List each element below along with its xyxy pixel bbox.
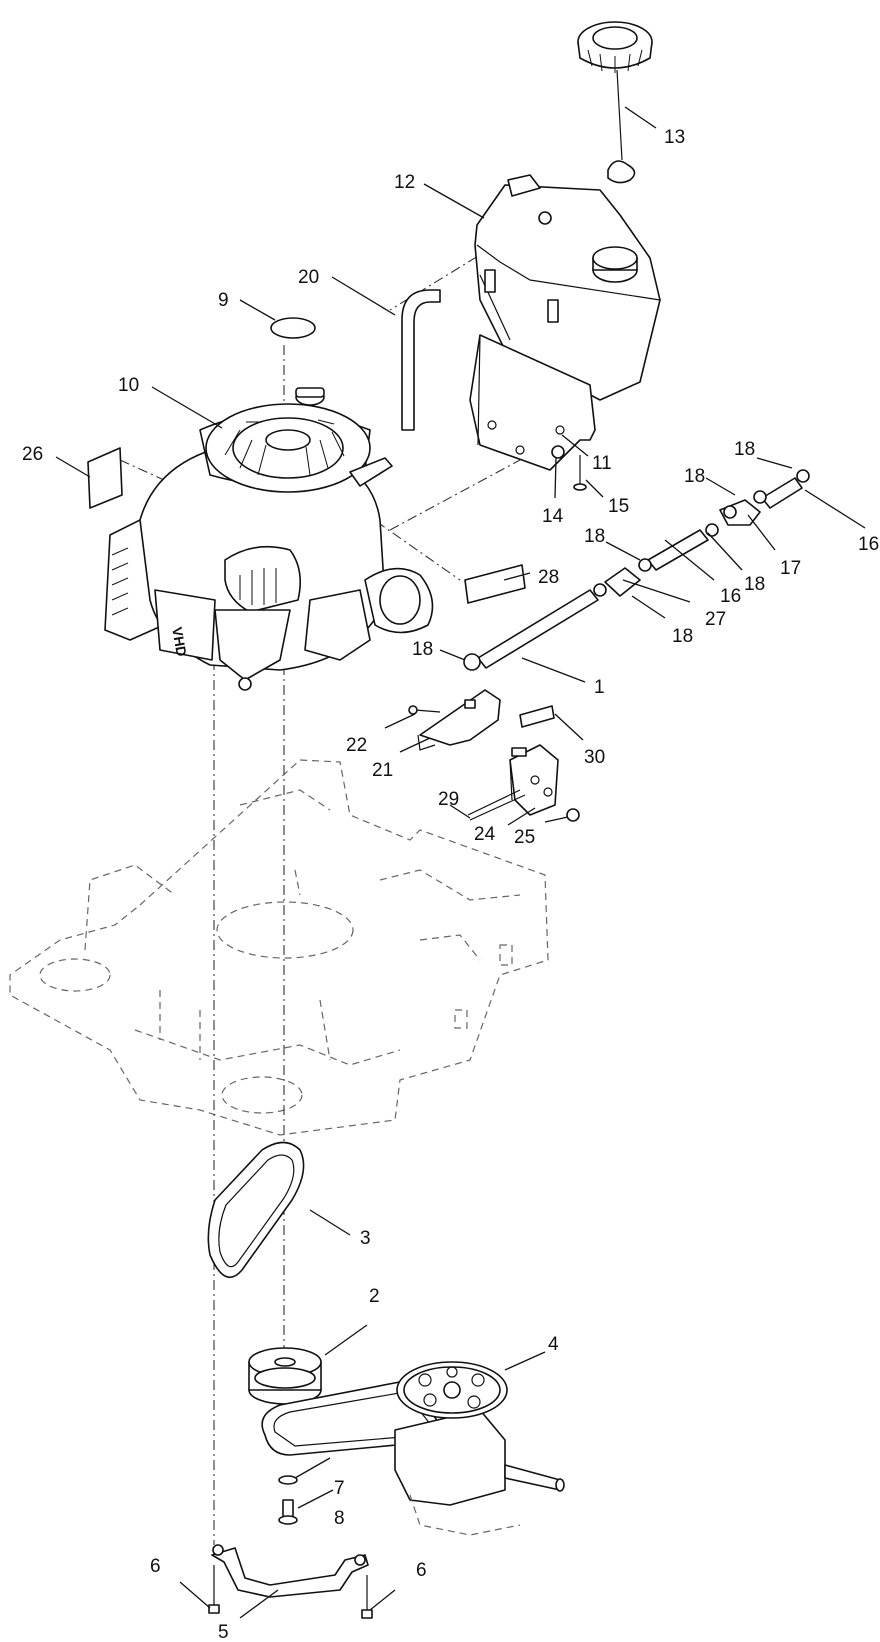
throttle-brackets: [408, 689, 580, 822]
drive-belt: [207, 1141, 305, 1279]
vent-hose: [401, 289, 441, 431]
callout-13: 13: [664, 127, 685, 148]
decal-28: [464, 564, 526, 604]
engine-pulley: [248, 1347, 322, 1405]
callout-28: 28: [538, 567, 559, 588]
engine: VHD: [104, 387, 434, 691]
callout-30: 30: [584, 747, 605, 768]
callout-16-lower: 16: [720, 586, 741, 607]
fuel-cap: [577, 21, 653, 184]
callout-1: 1: [594, 677, 605, 698]
callout-14: 14: [542, 506, 564, 527]
callout-26: 26: [22, 444, 43, 465]
washer: [278, 1475, 298, 1485]
callout-24: 24: [474, 824, 496, 845]
callout-17: 17: [780, 558, 801, 579]
callout-18-lower: 18: [672, 626, 693, 647]
tank-bracket-centerline: [389, 459, 521, 531]
callout-29: 29: [438, 789, 459, 810]
callout-10: 10: [118, 375, 139, 396]
transmission-pulley: [261, 1361, 565, 1536]
callout-6-left: 6: [150, 1556, 161, 1577]
pulley-bolt: [278, 1499, 298, 1525]
callout-22: 22: [346, 735, 367, 756]
callout-7: 7: [334, 1478, 345, 1499]
chassis-frame: [9, 759, 549, 1136]
leader-lines: [55, 106, 866, 1619]
callout-18-second: 18: [684, 466, 705, 487]
callout-labels: 1 2 3 4 5 6 6 7 8 9 10 11 12 13 14 15 16…: [22, 127, 879, 1642]
callout-9: 9: [218, 290, 229, 311]
callout-18-third: 18: [584, 526, 605, 547]
callout-6-right: 6: [416, 1560, 427, 1581]
callout-18-right: 18: [744, 574, 765, 595]
decal-9: [270, 317, 316, 339]
callout-2: 2: [369, 1286, 380, 1307]
callout-12: 12: [394, 172, 415, 193]
decal-30: [519, 705, 555, 728]
callout-27: 27: [705, 609, 726, 630]
decal-26: [87, 447, 123, 509]
fuel-tank: [474, 174, 661, 401]
engine-decal-text: VHD: [169, 626, 190, 658]
callout-20: 20: [298, 267, 319, 288]
callout-11: 11: [592, 453, 612, 474]
callout-18-left: 18: [412, 639, 433, 660]
callout-25: 25: [514, 827, 535, 848]
callout-4: 4: [548, 1334, 559, 1355]
muffler-brace: [208, 1544, 373, 1619]
callout-8: 8: [334, 1508, 345, 1529]
callout-3: 3: [360, 1228, 371, 1249]
callout-21: 21: [372, 760, 393, 781]
callout-5: 5: [218, 1622, 229, 1642]
callout-16-upper: 16: [858, 534, 879, 555]
callout-15: 15: [608, 496, 629, 517]
callout-18-top: 18: [734, 439, 755, 460]
